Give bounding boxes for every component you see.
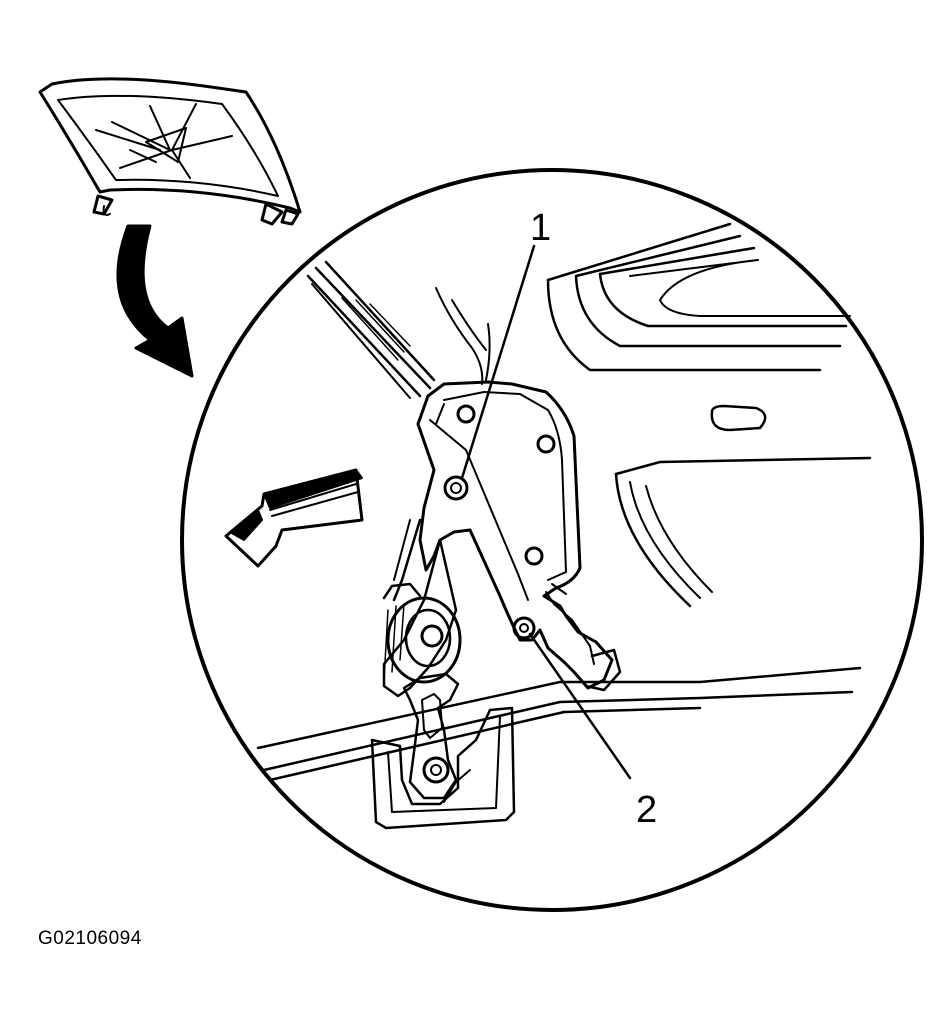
locator-inset-panel xyxy=(40,79,300,224)
body-panel-lines xyxy=(258,224,870,780)
bolt-right-upper xyxy=(538,436,554,452)
callout-2-label: 2 xyxy=(636,789,657,831)
lower-mounting-plate xyxy=(372,708,514,828)
callout-1-label: 1 xyxy=(530,207,551,249)
hinge-bracket xyxy=(418,382,620,690)
figure-id-code: G02106094 xyxy=(38,928,142,949)
wire-harness xyxy=(436,288,490,384)
bolt-right-lower xyxy=(526,548,542,564)
callout-1-leader xyxy=(462,246,534,478)
pulley-wheel xyxy=(388,598,460,682)
bolt-lower xyxy=(514,618,534,638)
callout-2-leader xyxy=(530,634,630,778)
bolt-top xyxy=(458,406,474,422)
curved-locator-arrow xyxy=(118,226,192,376)
bolt-upper xyxy=(445,477,467,499)
removal-direction-arrow xyxy=(226,470,362,566)
callout-2: 2 xyxy=(530,634,657,831)
hinge-link-arm xyxy=(384,520,470,802)
callout-1: 1 xyxy=(462,207,551,478)
detail-circle xyxy=(182,170,922,910)
